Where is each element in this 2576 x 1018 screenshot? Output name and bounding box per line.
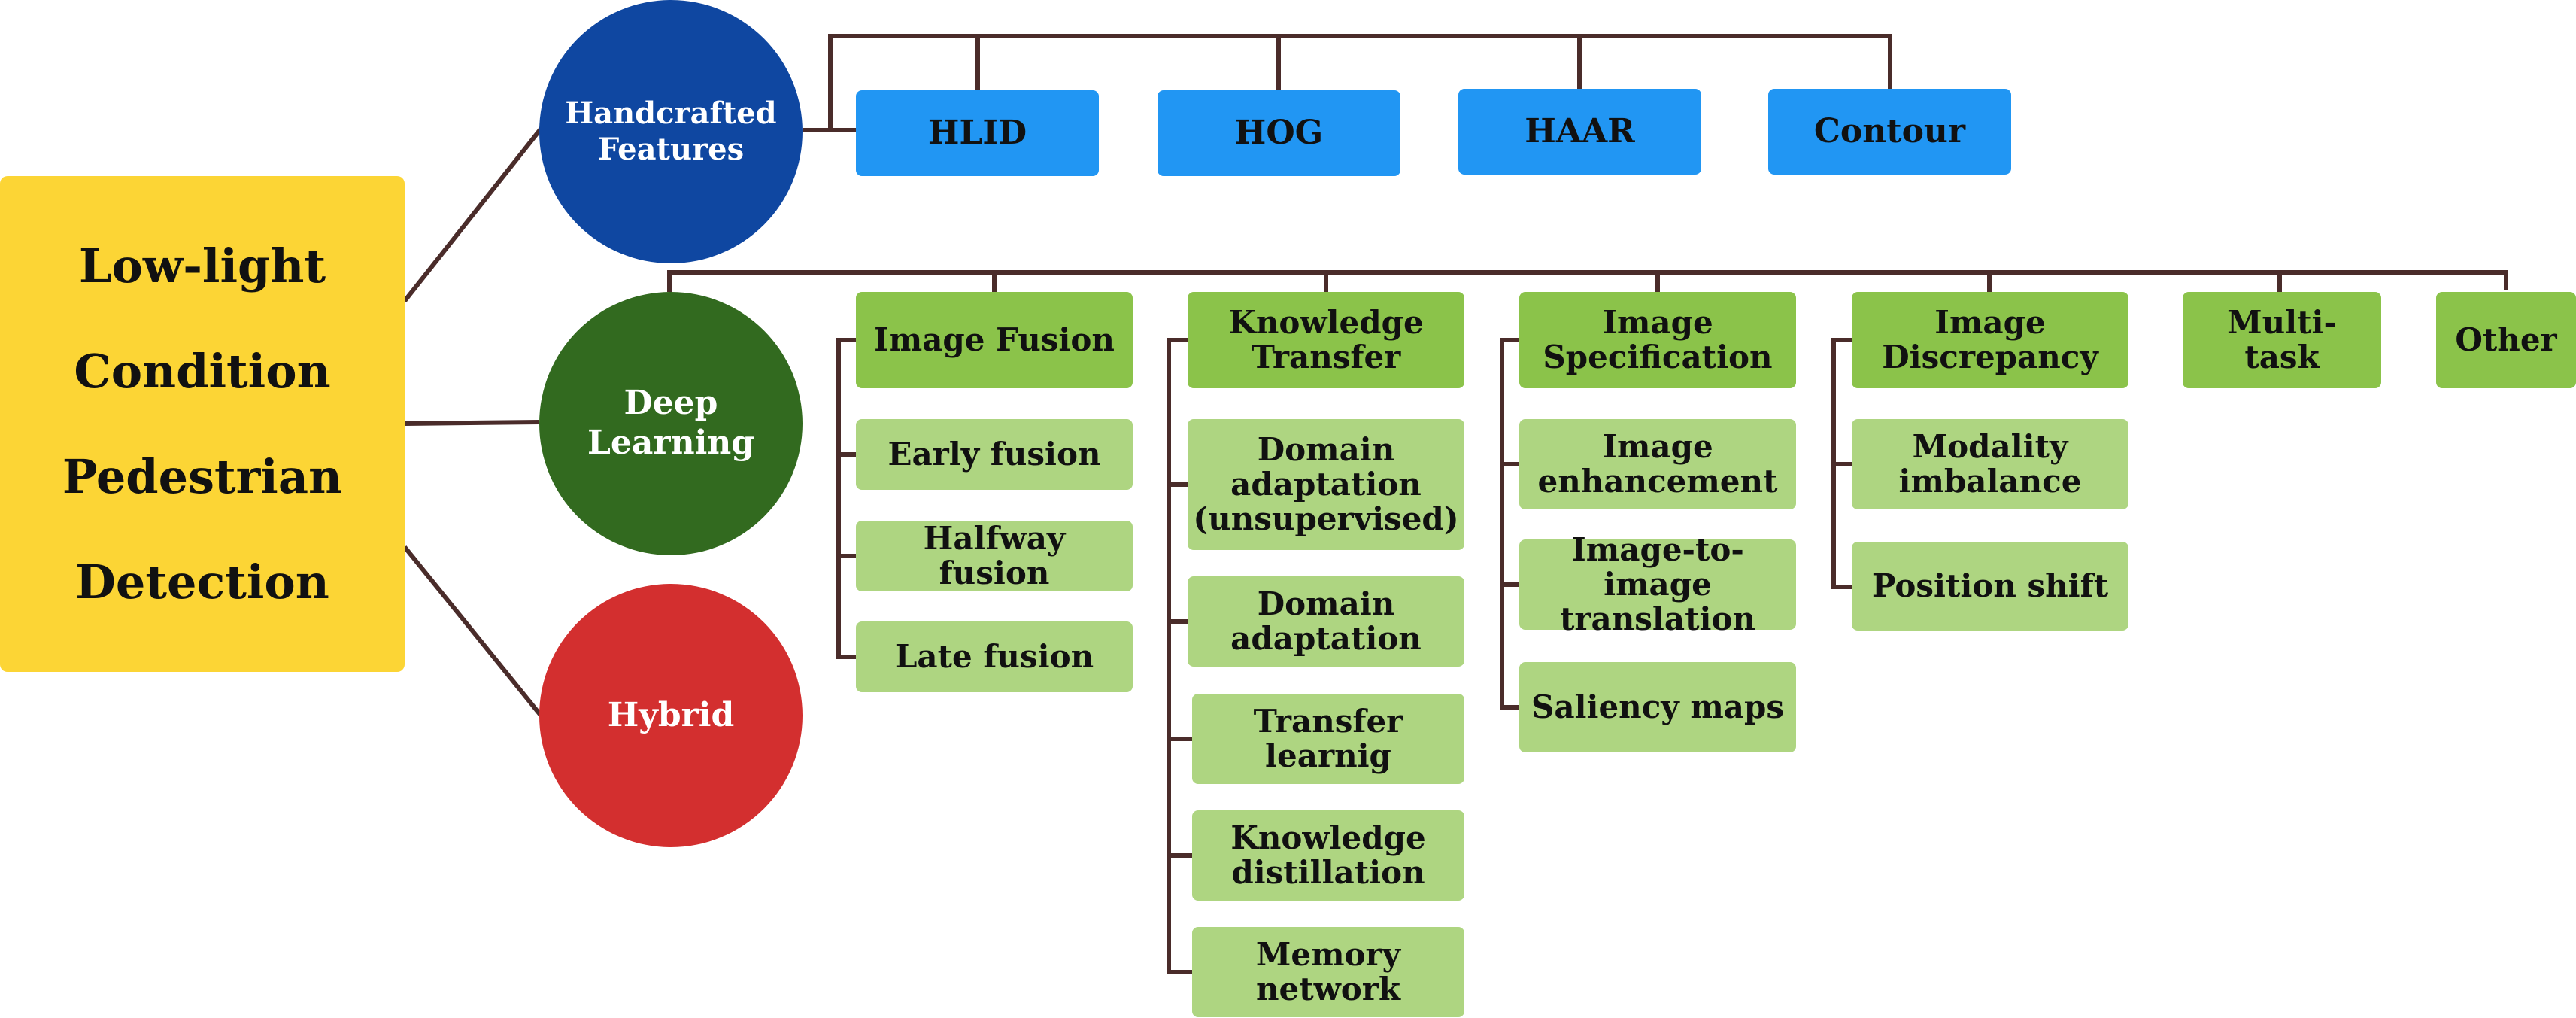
domain-adaptation-unsupervised-box: Domain adaptation (unsupervised) (1188, 419, 1464, 550)
late-fusion-box: Late fusion (856, 621, 1133, 692)
handcrafted-bus-line (803, 34, 1892, 132)
memory-network-box: Memory network (1192, 927, 1464, 1017)
multi-task-box: Multi-task (2183, 292, 2381, 388)
root-box: Low-light Condition Pedestrian Detection (0, 176, 405, 672)
contour-box: Contour (1768, 89, 2011, 175)
image-to-image-translation-box: Image-to-image translation (1519, 532, 1796, 637)
handcrafted-features-label: Handcrafted Features (565, 96, 777, 167)
saliency-maps-box: Saliency maps (1519, 662, 1796, 752)
modality-imbalance-box: Modality imbalance (1852, 419, 2128, 509)
handcrafted-features-node: Handcrafted Features (539, 0, 803, 263)
deep-bus-line (667, 270, 2508, 292)
domain-adaptation-box: Domain adaptation (1188, 576, 1464, 667)
hybrid-label: Hybrid (607, 695, 735, 734)
root-line-1: Low-light (78, 238, 326, 293)
root-line-2: Condition (74, 343, 331, 399)
hlid-box: HLID (856, 90, 1099, 176)
image-enhancement-box: Image enhancement (1519, 419, 1796, 509)
halfway-fusion-box: Halfway fusion (856, 521, 1133, 591)
deep-learning-node: Deep Learning (539, 292, 803, 555)
image-fusion-box: Image Fusion (856, 292, 1133, 388)
image-discrepancy-box: Image Discrepancy (1852, 292, 2128, 388)
root-line-3: Pedestrian (62, 448, 343, 504)
root-to-hybrid-line (402, 545, 544, 718)
deep-learning-label: Deep Learning (587, 384, 755, 462)
early-fusion-box: Early fusion (856, 419, 1133, 490)
root-line-4: Detection (75, 554, 329, 609)
knowledge-transfer-box: Knowledge Transfer (1188, 292, 1464, 388)
knowledge-distillation-box: Knowledge distillation (1192, 810, 1464, 901)
root-to-handcrafted-line (402, 126, 544, 302)
hybrid-node: Hybrid (539, 584, 803, 847)
haar-box: HAAR (1458, 89, 1701, 175)
image-specification-box: Image Specification (1519, 292, 1796, 388)
other-box: Other (2436, 292, 2576, 388)
transfer-learning-box: Transfer learnig (1192, 694, 1464, 784)
root-to-deep-line (404, 420, 540, 426)
position-shift-box: Position shift (1852, 542, 2128, 631)
hog-box: HOG (1158, 90, 1400, 176)
